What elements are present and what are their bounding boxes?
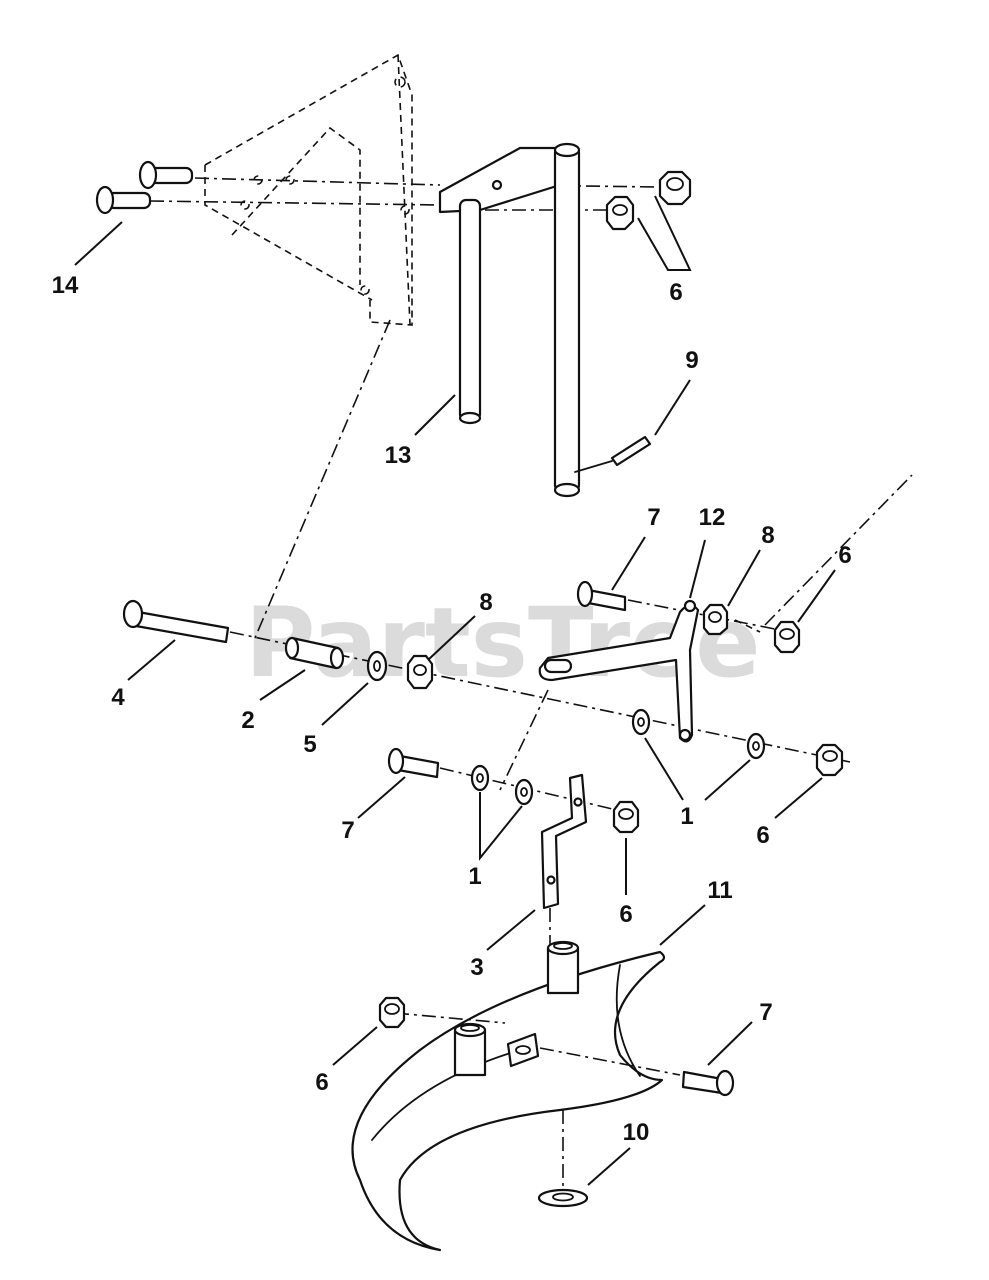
callout-10: 10 bbox=[623, 1119, 650, 1146]
lock-nut-6 bbox=[605, 195, 635, 231]
callout-6: 6 bbox=[756, 822, 769, 849]
callout-1: 1 bbox=[680, 803, 693, 830]
cotter-pin-hidden bbox=[734, 619, 761, 633]
lock-nut-6 bbox=[378, 996, 406, 1029]
callout-8: 8 bbox=[479, 589, 492, 616]
callout-6: 6 bbox=[315, 1069, 328, 1096]
lock-nut-8 bbox=[406, 654, 434, 690]
shoulder-bolt-4 bbox=[122, 599, 230, 644]
centerline bbox=[394, 1012, 506, 1024]
centerline bbox=[149, 200, 441, 206]
callout-7: 7 bbox=[341, 817, 354, 844]
carriage-bolt-14 bbox=[95, 185, 152, 215]
lock-nut-6 bbox=[612, 800, 640, 834]
flat-washer-10 bbox=[537, 1188, 589, 1208]
centerline bbox=[499, 689, 549, 791]
callout-labels: 14 6 13 9 7 12 8 6 8 4 2 5 1 6 7 1 6 3 1… bbox=[52, 272, 852, 1146]
centerline bbox=[764, 474, 913, 626]
callout-2: 2 bbox=[241, 707, 254, 734]
shoulder-bolt-7 bbox=[576, 580, 627, 612]
callout-12: 12 bbox=[699, 504, 726, 531]
lift-link-12 bbox=[538, 599, 700, 743]
callout-6: 6 bbox=[669, 279, 682, 306]
callout-7: 7 bbox=[647, 504, 660, 531]
shoulder-bolt-7 bbox=[681, 1069, 735, 1097]
flat-washer-1 bbox=[631, 708, 651, 736]
callout-3: 3 bbox=[470, 954, 483, 981]
callout-6: 6 bbox=[838, 542, 851, 569]
furrower-blade-11 bbox=[351, 940, 666, 1252]
callout-1: 1 bbox=[468, 863, 481, 890]
centerline bbox=[627, 599, 781, 631]
lock-nut-6 bbox=[658, 170, 692, 206]
callout-8: 8 bbox=[761, 522, 774, 549]
centerline bbox=[194, 177, 441, 186]
centerline bbox=[229, 631, 851, 763]
callout-14: 14 bbox=[52, 272, 79, 299]
centerline bbox=[539, 1047, 681, 1076]
lock-nut-6 bbox=[815, 743, 844, 777]
centerline bbox=[439, 767, 626, 813]
callout-11: 11 bbox=[707, 877, 732, 904]
cotter-pin-9 bbox=[574, 435, 652, 473]
shoulder-bolt-7 bbox=[387, 747, 440, 779]
flat-washer-1 bbox=[746, 732, 766, 760]
spacer-2 bbox=[284, 636, 345, 670]
callout-13: 13 bbox=[385, 442, 412, 469]
flat-washer-1 bbox=[470, 764, 490, 792]
callout-7: 7 bbox=[759, 999, 772, 1026]
centerline bbox=[254, 319, 391, 639]
flat-washer-1 bbox=[514, 778, 534, 806]
leader-lines bbox=[74, 195, 836, 1186]
centerline bbox=[504, 184, 661, 188]
hitch-bracket-3 bbox=[540, 773, 588, 910]
lift-rod-13 bbox=[438, 142, 581, 498]
flat-washer-5 bbox=[366, 650, 388, 682]
lock-nut-6 bbox=[773, 620, 801, 654]
callout-6: 6 bbox=[619, 901, 632, 928]
carriage-bolt-14 bbox=[138, 160, 194, 190]
callout-4: 4 bbox=[111, 684, 125, 711]
lock-nut-8 bbox=[702, 603, 729, 636]
callout-5: 5 bbox=[303, 731, 316, 758]
frame-bracket-hidden bbox=[204, 53, 413, 326]
callout-9: 9 bbox=[685, 347, 698, 374]
